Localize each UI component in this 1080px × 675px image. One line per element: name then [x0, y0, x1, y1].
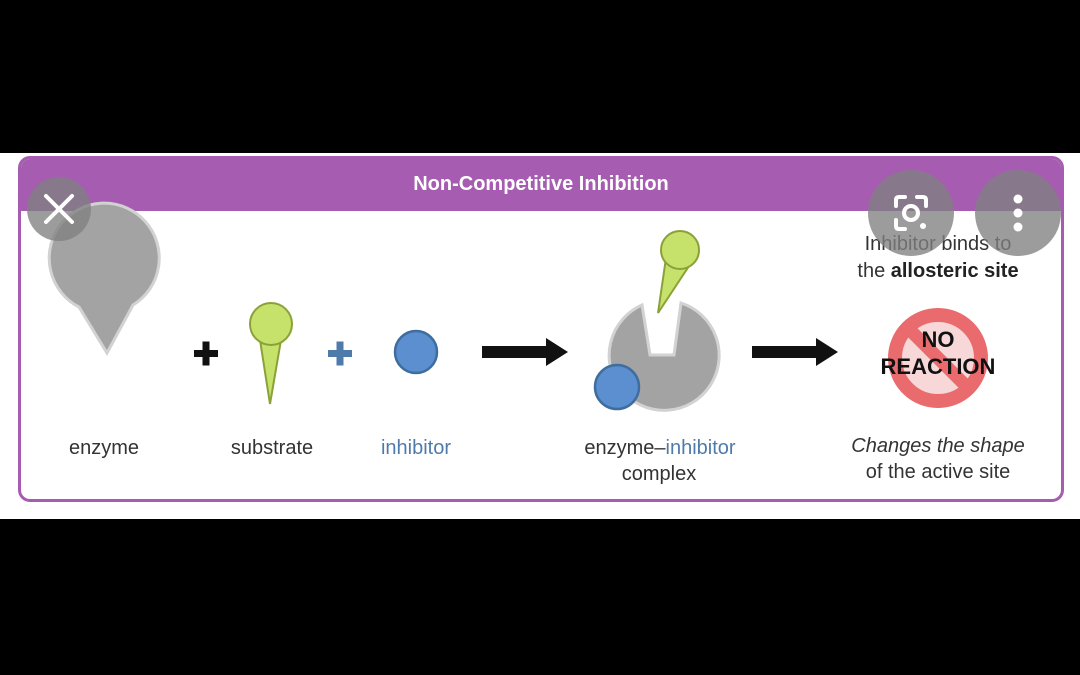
lens-icon — [894, 195, 928, 231]
allosteric-label-prefix: the — [857, 260, 891, 282]
arrow-right-icon — [482, 338, 568, 366]
shape-label-line2: of the active site — [865, 461, 1011, 483]
allosteric-label-line2: the allosteric site — [828, 260, 1048, 283]
close-button[interactable] — [27, 177, 91, 241]
enzyme-inhibitor-complex-shape — [593, 301, 721, 412]
diagram-title: Non-Competitive Inhibition — [413, 173, 669, 195]
plus-icon — [194, 341, 218, 366]
no-reaction-text-1: NO — [921, 327, 955, 352]
no-reaction-sign — [888, 308, 988, 408]
substrate-label: substrate — [230, 437, 314, 459]
complex-label-line1: enzyme–inhibitor — [560, 437, 760, 460]
shape-label-line1: Changes the shape — [851, 435, 1025, 457]
substrate-shape-detached — [657, 230, 700, 314]
plus-blue-icon — [328, 341, 352, 366]
arrow-right-icon — [752, 338, 838, 366]
complex-label-inhibitor: inhibitor — [665, 437, 736, 459]
inhibitor-shape — [393, 329, 439, 375]
complex-label-line2: complex — [621, 463, 697, 485]
allosteric-label-bold: allosteric site — [890, 260, 1019, 282]
enzyme-shape — [37, 201, 161, 392]
close-icon — [44, 194, 74, 224]
more-vertical-icon — [1013, 194, 1023, 232]
substrate-shape — [249, 302, 293, 405]
enzyme-label: enzyme — [68, 437, 140, 459]
inhibitor-label: inhibitor — [380, 437, 452, 459]
no-reaction-text-2: REACTION — [880, 354, 996, 379]
more-options-button[interactable] — [975, 170, 1061, 256]
lens-button[interactable] — [868, 170, 954, 256]
complex-label-enzyme: enzyme — [584, 437, 655, 459]
complex-label-dash: – — [654, 437, 666, 459]
